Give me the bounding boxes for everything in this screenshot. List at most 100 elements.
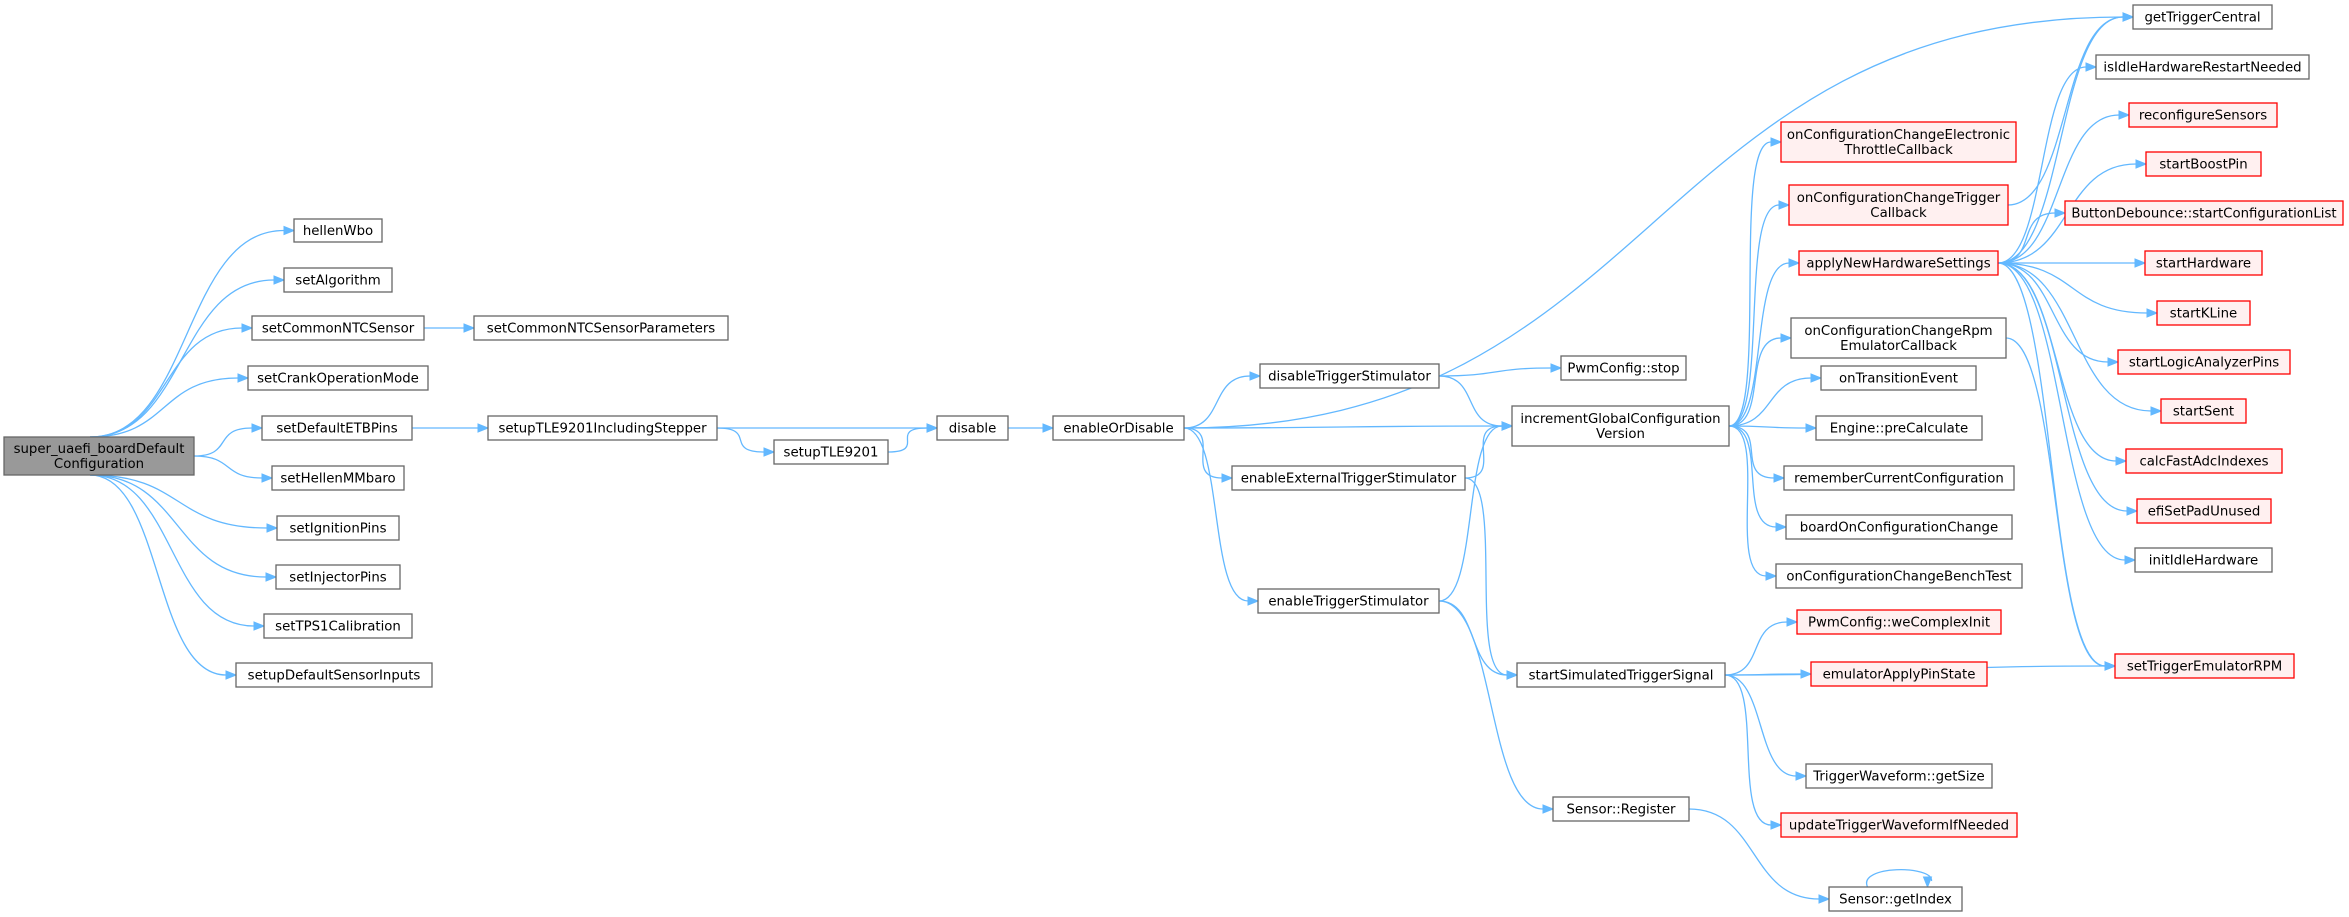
node-setIgnitionPins[interactable]: setIgnitionPins bbox=[276, 515, 400, 541]
node-box bbox=[1805, 763, 1993, 789]
node-setTriggerEmulatorRPM[interactable]: setTriggerEmulatorRPM bbox=[2114, 653, 2295, 679]
node-isIdleHardwareRestartNeeded[interactable]: isIdleHardwareRestartNeeded bbox=[2095, 54, 2310, 80]
call-edge-applyNewHardwareSettings-to-startLogicAnalyzerPins bbox=[1997, 262, 2120, 367]
node-updateTriggerWaveformIfNeeded[interactable]: updateTriggerWaveformIfNeeded bbox=[1780, 812, 2018, 838]
call-edge-enableOrDisable-to-disableTriggerStimulator bbox=[1183, 371, 1262, 429]
call-edge-disable-to-enableOrDisable bbox=[1008, 423, 1055, 433]
call-edge-setCommonNTCSensor-to-setCommonNTCSensorParameters bbox=[424, 323, 476, 333]
node-boardOnConfigurationChange[interactable]: boardOnConfigurationChange bbox=[1785, 514, 2013, 540]
node-TriggerWaveformGetSize[interactable]: TriggerWaveform::getSize bbox=[1805, 763, 1993, 789]
call-edge-root-to-hellenWbo bbox=[89, 225, 296, 438]
node-box bbox=[1780, 812, 2018, 838]
node-efiSetPadUnused[interactable]: efiSetPadUnused bbox=[2136, 498, 2272, 524]
node-box bbox=[773, 439, 889, 465]
node-EnginePreCalculate[interactable]: Engine::preCalculate bbox=[1815, 415, 1983, 441]
call-edge-onCfgRpmEmulator-to-setTriggerEmulatorRPM bbox=[2005, 337, 2117, 671]
node-disable[interactable]: disable bbox=[936, 415, 1009, 441]
node-label: incrementGlobalConfiguration bbox=[1520, 412, 1720, 427]
node-setCrankOperationMode[interactable]: setCrankOperationMode bbox=[247, 365, 429, 391]
node-PwmConfigStop[interactable]: PwmConfig::stop bbox=[1560, 355, 1687, 381]
call-edge-root-to-setTPS1Calibration bbox=[89, 474, 266, 631]
call-edge-startSimulatedTriggerSignal-to-PwmWeComplexInit bbox=[1724, 617, 1799, 676]
node-enableTriggerStimulator[interactable]: enableTriggerStimulator bbox=[1257, 588, 1440, 614]
node-applyNewHardwareSettings[interactable]: applyNewHardwareSettings bbox=[1798, 250, 1999, 276]
node-ButtonDebounceStart[interactable]: ButtonDebounce::startConfigurationList bbox=[2064, 200, 2344, 226]
node-label: disable bbox=[949, 422, 997, 437]
node-label: disableTriggerStimulator bbox=[1268, 370, 1431, 385]
node-setCommonNTCSensor[interactable]: setCommonNTCSensor bbox=[251, 315, 425, 341]
call-edge-applyNewHardwareSettings-to-reconfigureSensors bbox=[1997, 110, 2131, 264]
node-box bbox=[276, 515, 400, 541]
node-label: isIdleHardwareRestartNeeded bbox=[2103, 61, 2301, 76]
node-enableOrDisable[interactable]: enableOrDisable bbox=[1052, 415, 1185, 441]
node-label: Engine::preCalculate bbox=[1830, 422, 1968, 437]
node-label: setIgnitionPins bbox=[289, 522, 386, 537]
node-startKLine[interactable]: startKLine bbox=[2156, 300, 2251, 326]
node-reconfigureSensors[interactable]: reconfigureSensors bbox=[2128, 102, 2278, 128]
call-edge-incrementGlobalConfigurationVersion-to-onTransitionEvent bbox=[1728, 373, 1823, 427]
node-box bbox=[2144, 250, 2263, 276]
node-box bbox=[1775, 563, 2023, 589]
node-setHellenMMbaro[interactable]: setHellenMMbaro bbox=[271, 465, 405, 491]
node-box bbox=[1780, 121, 2017, 163]
node-setTPS1Calibration[interactable]: setTPS1Calibration bbox=[263, 613, 413, 639]
node-setCommonNTCSensorParameters[interactable]: setCommonNTCSensorParameters bbox=[473, 315, 729, 341]
node-label: setupDefaultSensorInputs bbox=[248, 669, 421, 684]
node-PwmWeComplexInit[interactable]: PwmConfig::weComplexInit bbox=[1796, 609, 2002, 635]
call-edge-applyNewHardwareSettings-to-efiSetPadUnused bbox=[1997, 262, 2139, 516]
node-box bbox=[247, 365, 429, 391]
node-label: startLogicAnalyzerPins bbox=[2129, 356, 2279, 371]
call-edge-disableTriggerStimulator-to-PwmConfigStop bbox=[1438, 363, 1563, 377]
node-label: boardOnConfigurationChange bbox=[1800, 521, 1998, 536]
node-setupDefaultSensorInputs[interactable]: setupDefaultSensorInputs bbox=[235, 662, 433, 688]
node-initIdleHardware[interactable]: initIdleHardware bbox=[2134, 547, 2273, 573]
node-setupTLE9201IncludingStepper[interactable]: setupTLE9201IncludingStepper bbox=[487, 415, 718, 441]
node-enableExternalTriggerStimulator[interactable]: enableExternalTriggerStimulator bbox=[1231, 465, 1466, 491]
node-startHardware[interactable]: startHardware bbox=[2144, 250, 2263, 276]
node-setDefaultETBPins[interactable]: setDefaultETBPins bbox=[261, 415, 413, 441]
node-onTransitionEvent[interactable]: onTransitionEvent bbox=[1820, 365, 1977, 391]
node-SensorRegister[interactable]: Sensor::Register bbox=[1552, 796, 1690, 822]
call-edge-root-to-setDefaultETBPins bbox=[193, 423, 264, 457]
node-label: startSent bbox=[2173, 405, 2234, 420]
node-label: EmulatorCallback bbox=[1840, 339, 1957, 354]
node-label: enableOrDisable bbox=[1063, 422, 1173, 437]
node-box bbox=[1788, 184, 2009, 226]
call-edge-applyNewHardwareSettings-to-startHardware bbox=[1998, 258, 2147, 268]
node-rememberCurrentConfiguration[interactable]: rememberCurrentConfiguration bbox=[1783, 465, 2015, 491]
node-label: emulatorApplyPinState bbox=[1823, 668, 1976, 683]
node-label: TriggerWaveform::getSize bbox=[1812, 770, 1984, 785]
node-startSimulatedTriggerSignal[interactable]: startSimulatedTriggerSignal bbox=[1516, 662, 1726, 688]
node-startBoostPin[interactable]: startBoostPin bbox=[2145, 151, 2262, 177]
node-label: ButtonDebounce::startConfigurationList bbox=[2071, 207, 2336, 222]
call-edge-applyNewHardwareSettings-to-ButtonDebounceStart bbox=[1997, 208, 2067, 264]
node-box bbox=[1560, 355, 1687, 381]
call-edge-root-to-setCommonNTCSensor bbox=[89, 323, 254, 438]
node-startLogicAnalyzerPins[interactable]: startLogicAnalyzerPins bbox=[2117, 349, 2291, 375]
node-box bbox=[1796, 609, 2002, 635]
call-edge-applyNewHardwareSettings-to-startKLine bbox=[1997, 262, 2159, 318]
node-disableTriggerStimulator[interactable]: disableTriggerStimulator bbox=[1259, 363, 1440, 389]
node-setAlgorithm[interactable]: setAlgorithm bbox=[283, 267, 393, 293]
node-onCfgBenchTest[interactable]: onConfigurationChangeBenchTest bbox=[1775, 563, 2023, 589]
node-setupTLE9201[interactable]: setupTLE9201 bbox=[773, 439, 889, 465]
node-box bbox=[1810, 661, 1988, 687]
node-hellenWbo[interactable]: hellenWbo bbox=[293, 218, 383, 243]
node-box bbox=[3, 436, 195, 476]
node-label: Sensor::getIndex bbox=[1839, 893, 1952, 908]
node-calcFastAdcIndexes[interactable]: calcFastAdcIndexes bbox=[2125, 448, 2283, 474]
node-box bbox=[2117, 349, 2291, 375]
node-emulatorApplyPinState[interactable]: emulatorApplyPinState bbox=[1810, 661, 1988, 687]
call-edge-incrementGlobalConfigurationVersion-to-boardOnConfigurationChange bbox=[1728, 425, 1788, 532]
node-label: startBoostPin bbox=[2159, 158, 2247, 173]
node-onCfgElecThrottle[interactable]: onConfigurationChangeElectronicThrottleC… bbox=[1780, 121, 2017, 163]
node-box bbox=[275, 564, 401, 590]
node-SensorGetIndex[interactable]: Sensor::getIndex bbox=[1828, 886, 1963, 912]
node-getTriggerCentral[interactable]: getTriggerCentral bbox=[2132, 4, 2273, 30]
node-startSent[interactable]: startSent bbox=[2160, 398, 2247, 424]
node-setInjectorPins[interactable]: setInjectorPins bbox=[275, 564, 401, 590]
